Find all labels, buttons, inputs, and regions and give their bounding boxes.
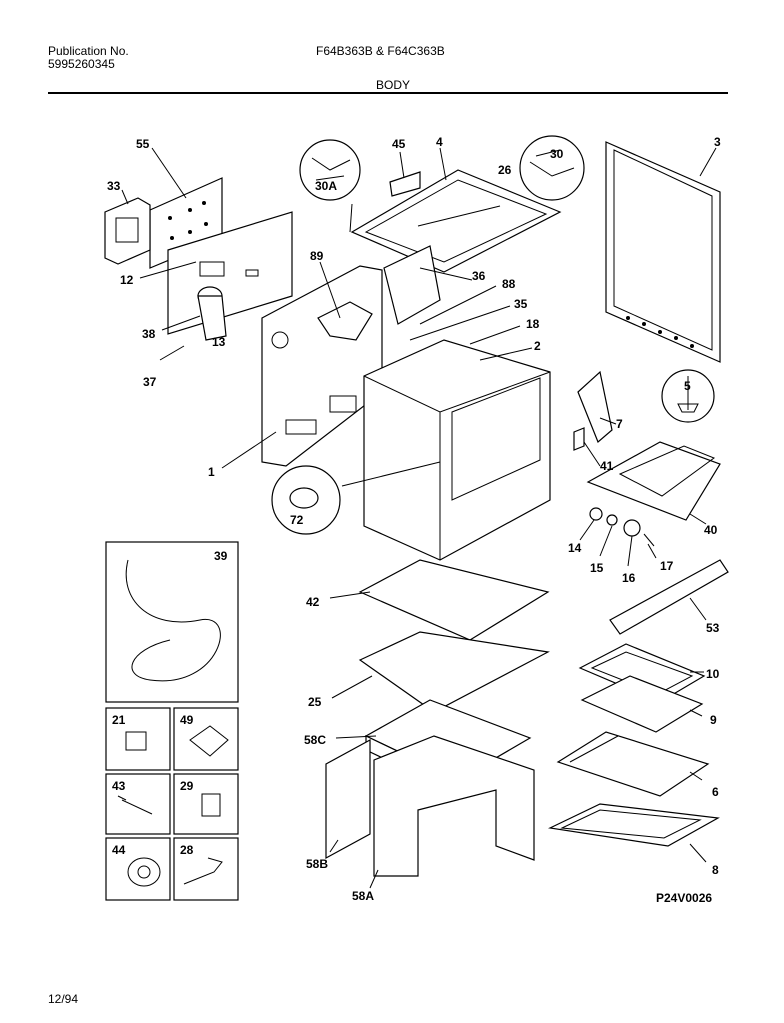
inset-label-21: 21 <box>112 713 126 727</box>
part-45-bracket <box>389 171 421 197</box>
part-30a-inset <box>299 139 361 201</box>
inset-box-39-power-cord <box>105 541 239 703</box>
callout-53: 53 <box>706 621 720 635</box>
callout-41: 41 <box>600 459 614 473</box>
callout-58b: 58B <box>306 857 328 871</box>
part-8-drip-pan <box>547 803 720 847</box>
callout-30a: 30A <box>315 179 337 193</box>
callout-3: 3 <box>714 135 721 149</box>
callout-10: 10 <box>706 667 720 681</box>
callout-5: 5 <box>684 379 691 393</box>
part-40-broil-element-tray <box>586 441 721 521</box>
part-89-bracket <box>317 301 373 341</box>
inset-box-29 <box>173 773 239 835</box>
inset-label-44: 44 <box>112 843 126 857</box>
callout-12: 12 <box>120 273 134 287</box>
part-oven-cavity <box>363 339 551 561</box>
part-9-broiler-pan <box>580 675 704 733</box>
callout-2: 2 <box>534 339 541 353</box>
callout-26: 26 <box>498 163 512 177</box>
inset-label-39: 39 <box>214 549 228 563</box>
callout-40: 40 <box>704 523 718 537</box>
part-41-clip <box>573 427 585 451</box>
part-3-door-frame <box>605 141 721 363</box>
callout-55: 55 <box>136 137 150 151</box>
part-14-15-16-17-knobs <box>589 507 655 547</box>
diagram-id: P24V0026 <box>656 891 712 905</box>
callout-30: 30 <box>550 147 564 161</box>
part-4-main-top <box>350 169 562 273</box>
inset-box-44-grommet <box>105 837 171 901</box>
part-58a-wrap-insulation <box>373 735 535 877</box>
callout-17: 17 <box>660 559 674 573</box>
callout-35: 35 <box>514 297 528 311</box>
part-6-oven-rack <box>556 731 710 797</box>
inset-label-29: 29 <box>180 779 194 793</box>
callout-36: 36 <box>472 269 486 283</box>
callout-89: 89 <box>310 249 324 263</box>
callout-4: 4 <box>436 135 443 149</box>
part-58b-side-insulation <box>325 738 371 860</box>
callout-labels: 55 33 12 38 13 37 1 45 4 30A 89 36 88 35… <box>107 135 721 903</box>
callout-42: 42 <box>306 595 320 609</box>
callout-6: 6 <box>712 785 719 799</box>
part-25-panel <box>358 631 550 713</box>
part-42-bottom-panel <box>358 559 550 641</box>
part-7-hinge <box>577 370 613 444</box>
part-5-leveler-inset <box>661 369 715 423</box>
callout-33: 33 <box>107 179 121 193</box>
header-divider <box>48 92 728 94</box>
callout-88: 88 <box>502 277 516 291</box>
leader-lines <box>121 147 717 889</box>
publication-number: 5995260345 <box>48 57 115 71</box>
callout-45: 45 <box>392 137 406 151</box>
callout-8: 8 <box>712 863 719 877</box>
inset-box-43-screw <box>105 773 171 835</box>
callout-38: 38 <box>142 327 156 341</box>
model-numbers: F64B363B & F64C363B <box>316 44 445 58</box>
date-code: 12/94 <box>48 992 79 1006</box>
inset-label-43: 43 <box>112 779 126 793</box>
inset-box-49 <box>173 707 239 771</box>
inset-box-21 <box>105 707 171 771</box>
callout-37: 37 <box>143 375 157 389</box>
callout-16: 16 <box>622 571 636 585</box>
callout-1: 1 <box>208 465 215 479</box>
callout-7: 7 <box>616 417 623 431</box>
part-30-inset <box>519 135 585 201</box>
callout-14: 14 <box>568 541 582 555</box>
callout-18: 18 <box>526 317 540 331</box>
part-36-vent <box>383 245 441 325</box>
callout-58a: 58A <box>352 889 374 903</box>
part-38-duct <box>197 286 227 341</box>
callout-58c: 58C <box>304 733 326 747</box>
callout-72: 72 <box>290 513 304 527</box>
publication-label: Publication No. <box>48 44 129 58</box>
part-33-clock-timer <box>104 197 151 265</box>
inset-box-28 <box>173 837 239 901</box>
callout-13: 13 <box>212 335 226 349</box>
inset-label-49: 49 <box>180 713 194 727</box>
section-title: BODY <box>376 78 411 92</box>
part-53-trim <box>609 559 729 635</box>
callout-25: 25 <box>308 695 322 709</box>
part-72-inset <box>271 465 341 535</box>
inset-box-labels: 39 21 49 43 29 44 28 <box>112 549 228 857</box>
inset-label-28: 28 <box>180 843 194 857</box>
callout-15: 15 <box>590 561 604 575</box>
callout-9: 9 <box>710 713 717 727</box>
